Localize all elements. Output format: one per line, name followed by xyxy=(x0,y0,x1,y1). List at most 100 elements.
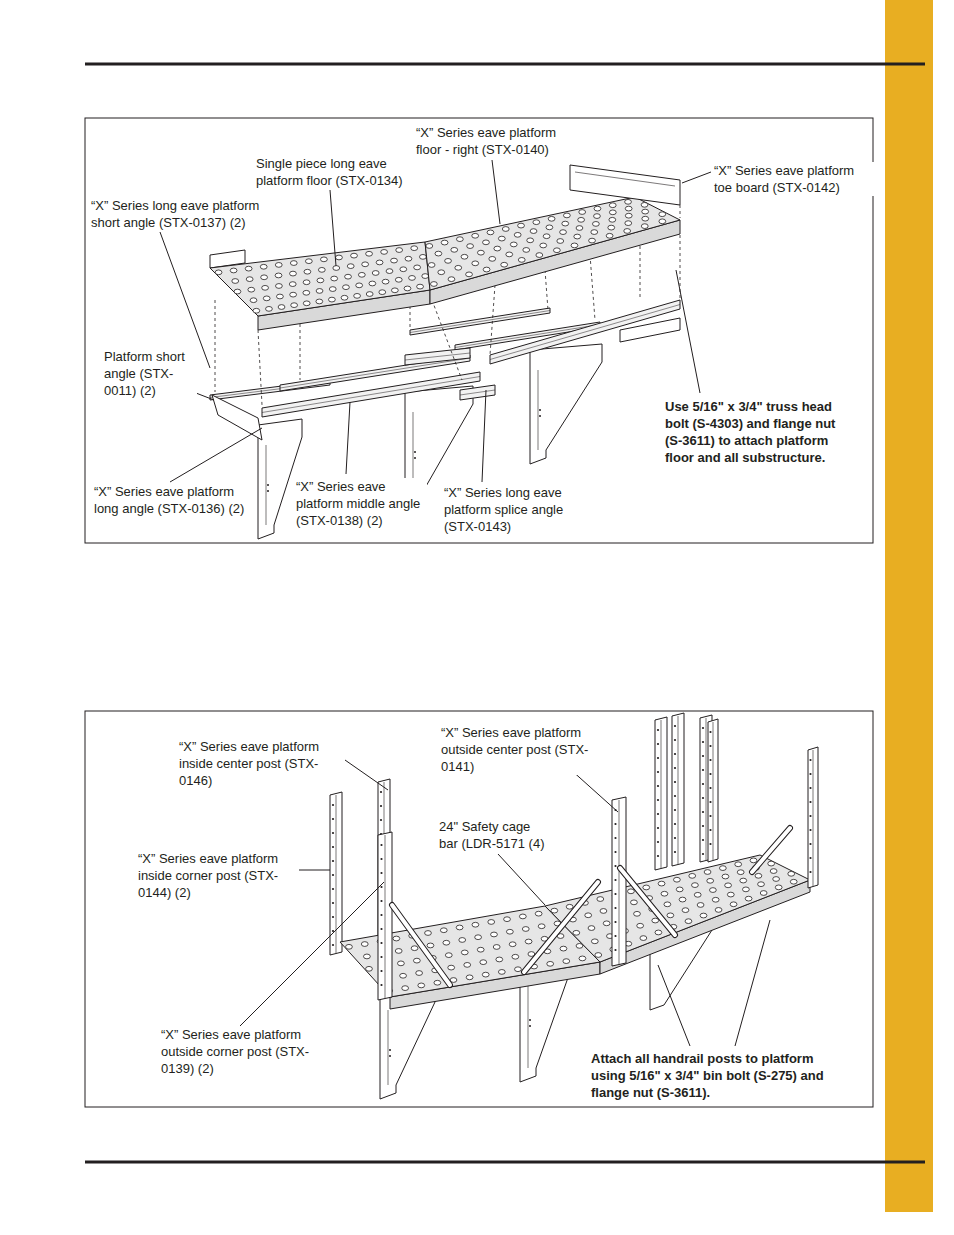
hole xyxy=(642,216,649,221)
hole xyxy=(405,256,412,261)
post-fold xyxy=(619,800,620,964)
hole xyxy=(790,879,797,884)
hole xyxy=(697,903,704,908)
bolt-hole xyxy=(702,797,704,799)
hole xyxy=(305,259,312,264)
hole xyxy=(419,254,426,259)
leader-line xyxy=(682,172,711,183)
hole xyxy=(625,213,632,218)
hole xyxy=(381,250,388,255)
handrail-post xyxy=(655,717,667,870)
hole xyxy=(356,283,363,288)
hole xyxy=(289,282,296,287)
bolt-hole xyxy=(702,783,704,785)
hole xyxy=(536,253,543,258)
bolt-hole xyxy=(332,944,334,946)
hole xyxy=(263,296,270,301)
hole xyxy=(712,897,719,902)
hole xyxy=(664,902,671,907)
cage-bar xyxy=(392,905,450,985)
bolt-hole xyxy=(674,781,676,783)
cage-bar xyxy=(620,868,675,935)
hole xyxy=(571,243,578,248)
hole xyxy=(682,908,689,913)
bolt-hole xyxy=(709,759,711,761)
hole xyxy=(589,238,596,243)
bolt-hole xyxy=(674,837,676,839)
hole xyxy=(472,233,479,238)
hole xyxy=(366,251,373,256)
part-label: “X” Series eave platform inside corner p… xyxy=(137,850,299,901)
hole xyxy=(318,267,325,272)
hole xyxy=(427,943,434,948)
bolt-hole xyxy=(702,769,704,771)
part-label: “X” Series eave platform middle angle (S… xyxy=(295,478,427,529)
angle-bar xyxy=(405,348,470,365)
bolt-hole xyxy=(614,865,616,867)
hole xyxy=(347,264,354,269)
header-rule xyxy=(85,63,925,66)
hole xyxy=(278,305,285,310)
floor-panel xyxy=(210,242,430,316)
hole xyxy=(411,946,418,951)
bolt-hole xyxy=(657,771,659,773)
hole xyxy=(560,230,567,235)
hole xyxy=(260,264,267,269)
cage-bar-fill xyxy=(752,828,790,872)
hole xyxy=(743,887,750,892)
hole xyxy=(715,908,722,913)
bolt-hole xyxy=(614,921,616,923)
side-tab xyxy=(885,0,933,1212)
hole xyxy=(704,870,711,875)
bolt-hole xyxy=(702,741,704,743)
angle-flange xyxy=(262,377,480,413)
bolt-hole xyxy=(389,1055,391,1057)
hole xyxy=(435,251,442,256)
post-holes xyxy=(702,727,704,855)
hole xyxy=(667,913,674,918)
hole xyxy=(369,281,376,286)
bolt-hole xyxy=(614,935,616,937)
hole xyxy=(483,240,490,245)
bolt-hole xyxy=(657,855,659,857)
hole xyxy=(336,255,343,260)
hole xyxy=(730,902,737,907)
bolt-hole xyxy=(709,787,711,789)
part-label: “X” Series eave platform long angle (STX… xyxy=(93,483,255,517)
part-label: Single piece long eave platform floor (S… xyxy=(255,155,422,189)
hole xyxy=(489,256,496,261)
angle-bar xyxy=(262,372,480,417)
bolt-hole xyxy=(657,813,659,815)
hole xyxy=(694,892,701,897)
hole-pattern xyxy=(426,199,666,286)
hole xyxy=(576,226,583,231)
hole xyxy=(262,285,269,290)
hole xyxy=(266,306,273,311)
bolt-hole xyxy=(674,753,676,755)
note-text: Attach all handrail posts to platform us… xyxy=(590,1050,847,1101)
hole xyxy=(685,919,692,924)
angle-flange xyxy=(490,305,680,360)
hole xyxy=(428,263,435,268)
hole xyxy=(341,295,348,300)
leader-line xyxy=(735,920,770,1046)
part-label: “X” Series eave platform outside corner … xyxy=(160,1026,322,1077)
hole xyxy=(245,266,252,271)
hole xyxy=(316,289,323,294)
hole xyxy=(641,224,648,229)
bolt-hole xyxy=(657,799,659,801)
hole xyxy=(643,885,650,890)
hole xyxy=(393,936,400,941)
hole xyxy=(631,900,638,905)
hole xyxy=(303,301,310,306)
part-label: “X” Series long eave platform splice ang… xyxy=(443,484,580,535)
hole xyxy=(543,234,550,239)
assembly-line xyxy=(545,270,548,310)
leader-line xyxy=(345,760,388,790)
bolt-hole xyxy=(267,490,269,492)
bolt-hole xyxy=(614,949,616,951)
hole xyxy=(398,961,405,966)
hole xyxy=(502,227,509,232)
hole xyxy=(501,262,508,267)
hole xyxy=(625,206,632,211)
